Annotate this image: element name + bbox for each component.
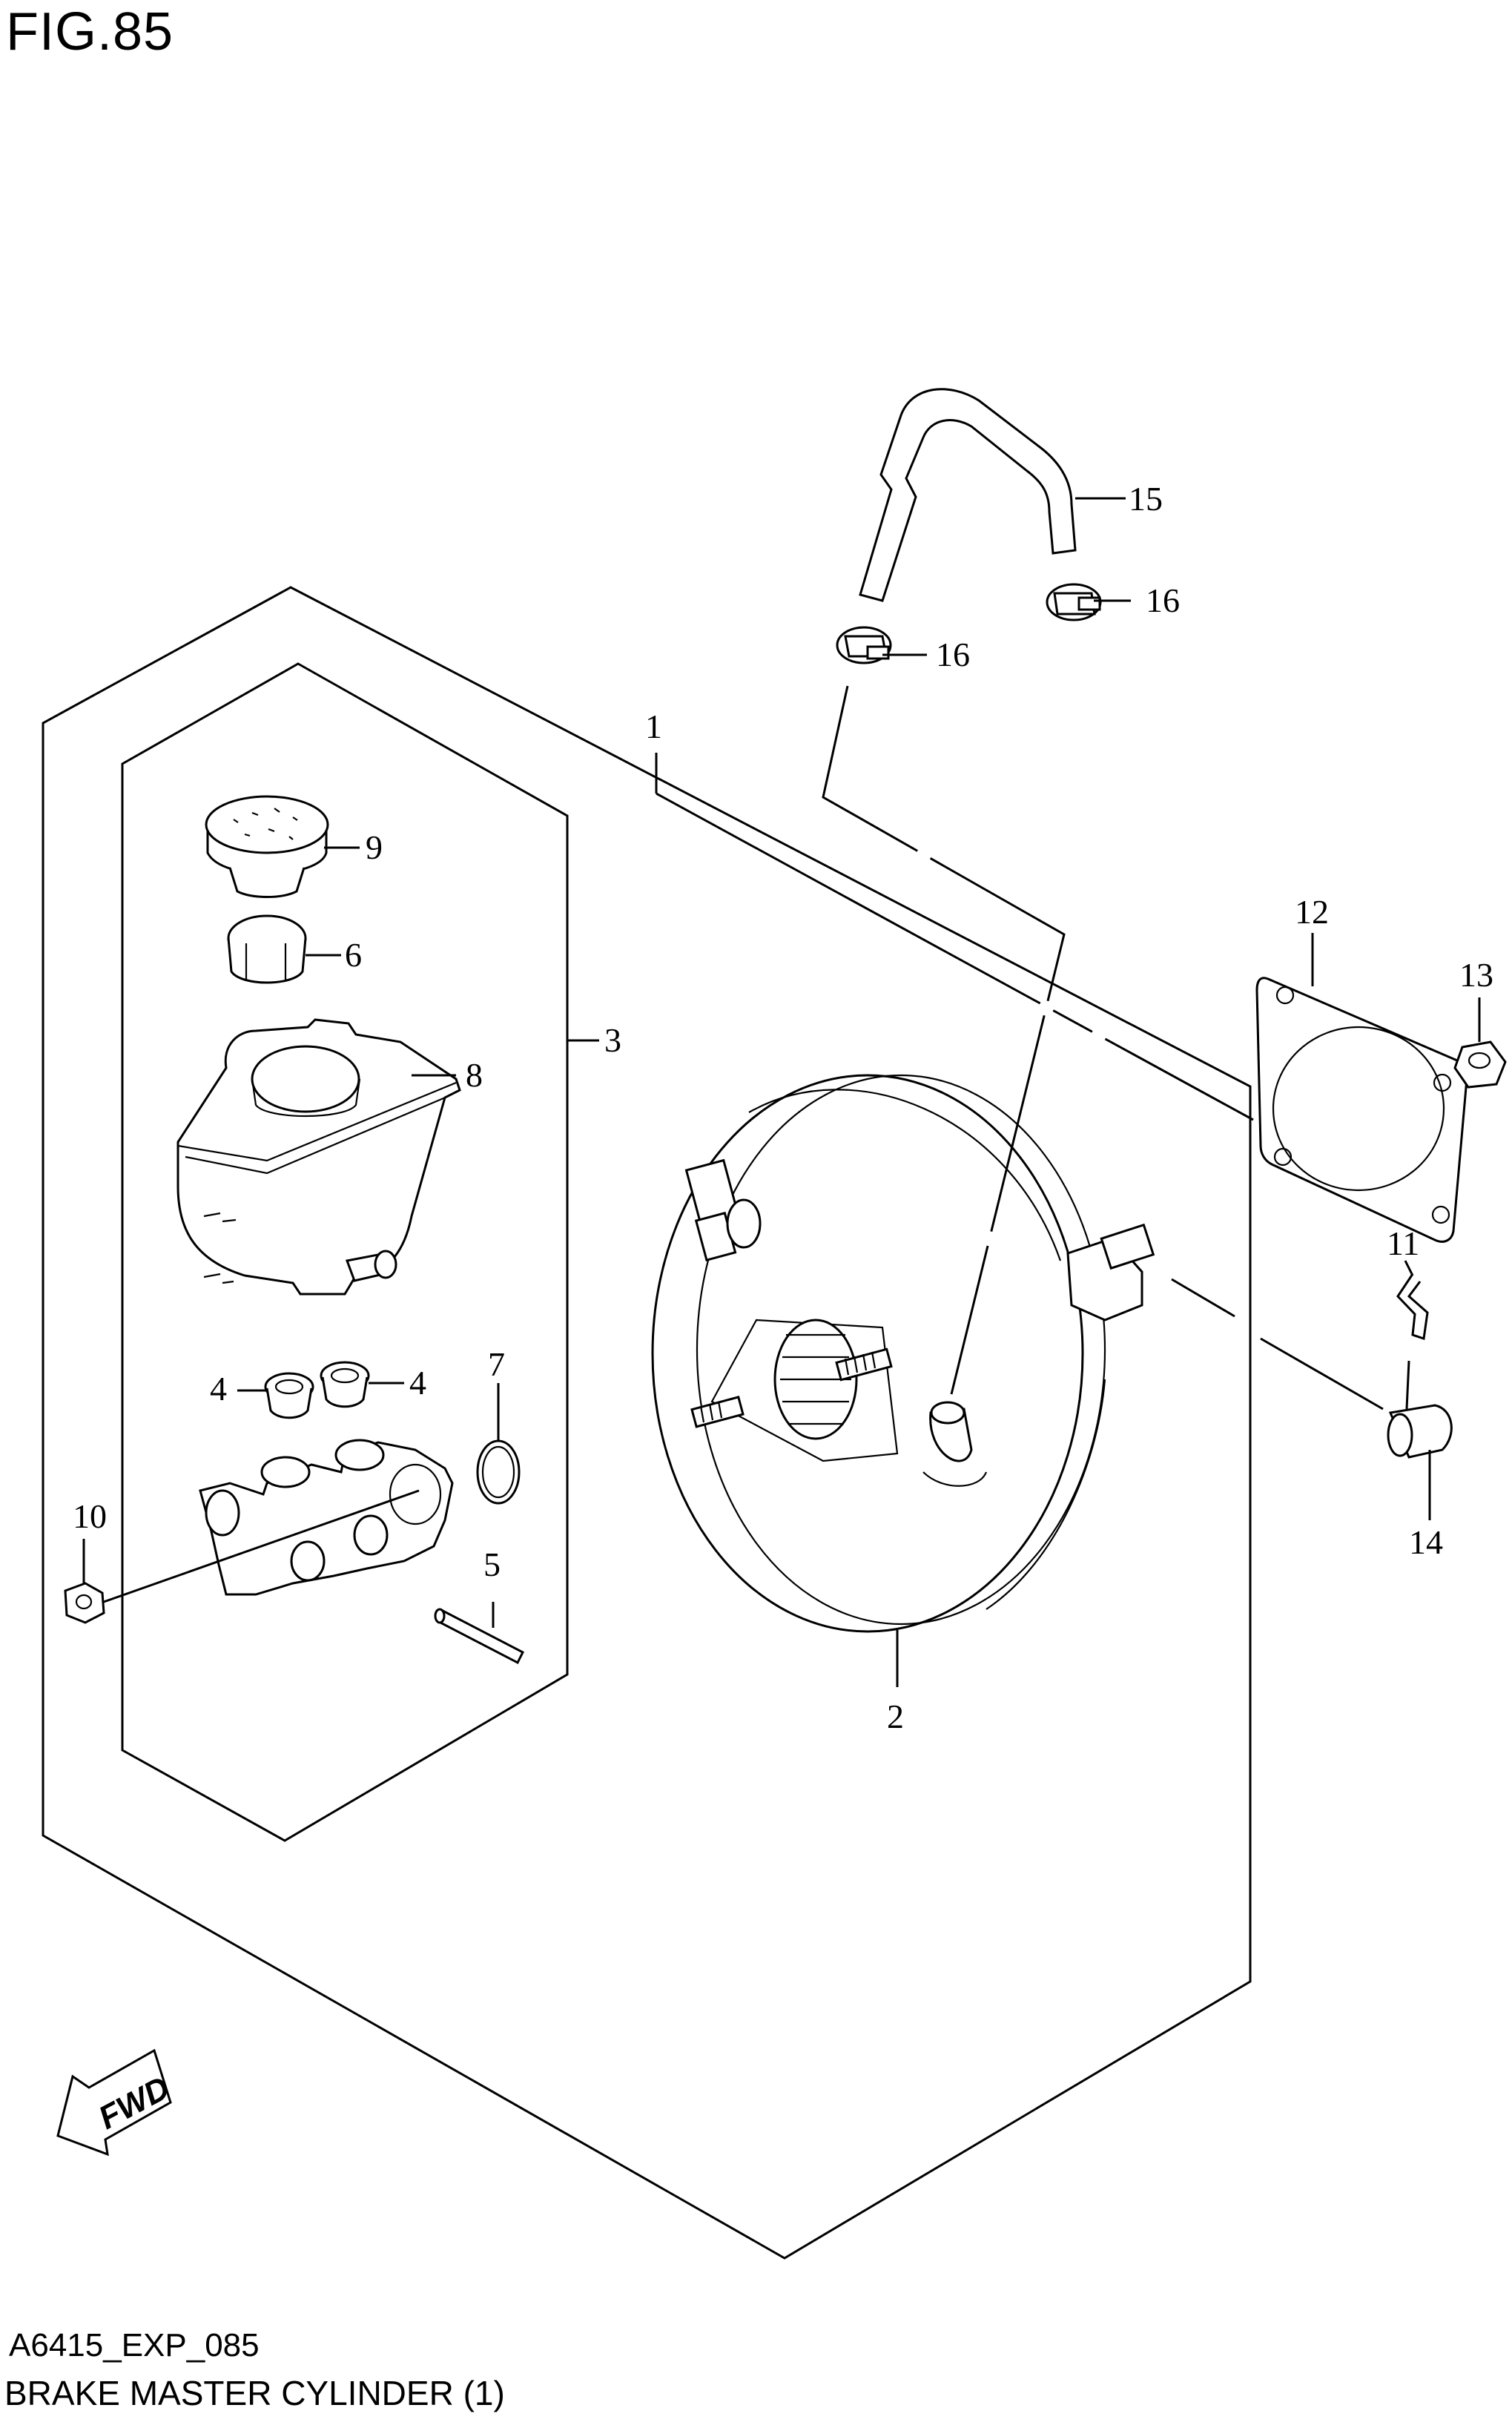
callout-9: 9 bbox=[366, 828, 383, 866]
clevis-pin bbox=[1387, 1404, 1453, 1459]
callout-4-right: 4 bbox=[409, 1364, 426, 1402]
hose-clamp-lower bbox=[836, 626, 892, 664]
callout-8: 8 bbox=[466, 1056, 483, 1094]
booster-gasket bbox=[1255, 977, 1468, 1243]
callout-4-left: 4 bbox=[210, 1370, 227, 1408]
callout-14: 14 bbox=[1409, 1523, 1443, 1561]
grommet-right bbox=[320, 1361, 370, 1408]
reservoir-pin bbox=[434, 1608, 525, 1665]
fwd-direction-arrow: FWD bbox=[56, 2048, 176, 2157]
assembly-outer-frame bbox=[42, 586, 1252, 2260]
brake-booster bbox=[651, 1074, 1155, 1633]
retaining-clip bbox=[1396, 1273, 1429, 1340]
callout-15: 15 bbox=[1129, 480, 1163, 518]
fluid-reservoir bbox=[176, 1018, 461, 1296]
reservoir-cap bbox=[205, 795, 329, 898]
callout-10: 10 bbox=[73, 1497, 107, 1535]
figure-caption: BRAKE MASTER CYLINDER (1) bbox=[4, 2374, 505, 2412]
callout-3: 3 bbox=[604, 1021, 621, 1059]
master-cylinder-group-frame bbox=[121, 662, 569, 1842]
callout-5: 5 bbox=[483, 1545, 501, 1583]
leader-lines bbox=[82, 497, 1481, 1687]
hose-clamp-upper bbox=[1046, 583, 1102, 621]
callout-16-upper: 16 bbox=[1146, 581, 1180, 619]
reservoir-strainer bbox=[227, 914, 307, 984]
master-cylinder-nut bbox=[64, 1582, 105, 1624]
callout-16-lower: 16 bbox=[936, 636, 970, 673]
booster-nut bbox=[1453, 1040, 1507, 1089]
figure-title: FIG.85 bbox=[6, 2, 174, 62]
callout-labels: 1 2 3 4 4 5 6 7 8 9 10 11 12 13 14 15 16… bbox=[73, 480, 1493, 1735]
vacuum-hose bbox=[859, 388, 1077, 602]
master-cylinder-o-ring bbox=[476, 1439, 521, 1505]
callout-2: 2 bbox=[887, 1698, 904, 1735]
callout-1: 1 bbox=[645, 707, 662, 745]
callout-12: 12 bbox=[1295, 893, 1329, 931]
callout-6: 6 bbox=[345, 936, 362, 974]
callout-13: 13 bbox=[1459, 956, 1493, 994]
callout-7: 7 bbox=[488, 1345, 505, 1383]
callout-11: 11 bbox=[1387, 1224, 1419, 1262]
grommet-left bbox=[264, 1372, 314, 1419]
master-cylinder-body bbox=[199, 1439, 454, 1596]
figure-code: A6415_EXP_085 bbox=[9, 2327, 260, 2363]
